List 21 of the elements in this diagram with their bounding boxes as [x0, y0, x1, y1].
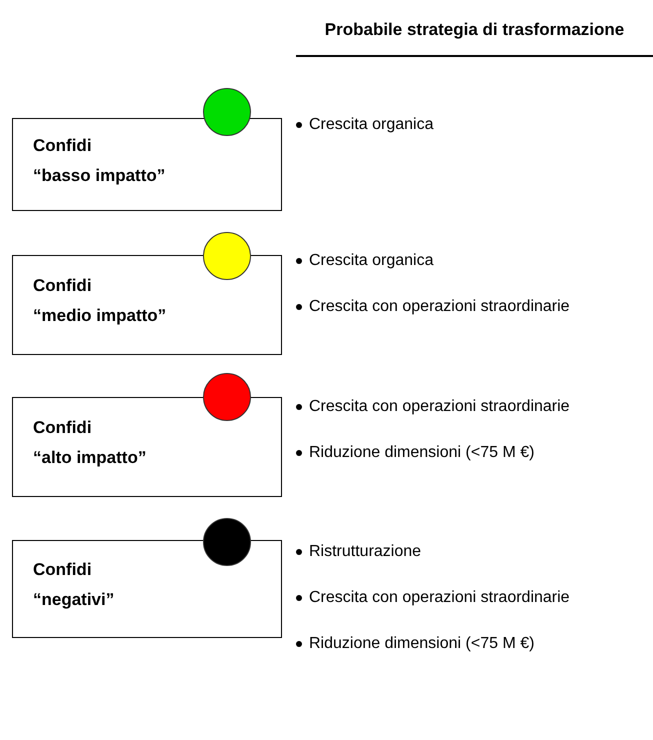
category-qualifier: “basso impatto” [33, 166, 166, 186]
strategy-item: Crescita organica [309, 116, 434, 134]
category-qualifier: “negativi” [33, 590, 114, 610]
strategy-item: Crescita organica [309, 252, 434, 270]
category-qualifier: “alto impatto” [33, 448, 146, 468]
category-name: Confidi [33, 418, 92, 438]
category-name: Confidi [33, 276, 92, 296]
category-box [12, 255, 282, 355]
category-name: Confidi [33, 560, 92, 580]
strategy-item: Riduzione dimensioni (<75 M €) [309, 444, 534, 462]
strategy-item: Crescita con operazioni straordinarie [309, 298, 570, 316]
column-heading: Probabile strategia di trasformazione [324, 20, 626, 40]
category-qualifier: “medio impatto” [33, 306, 166, 326]
strategy-item: Ristrutturazione [309, 543, 422, 561]
strategy-item: Riduzione dimensioni (<75 M €) [309, 635, 534, 653]
strategy-item: Crescita con operazioni straordinarie [309, 589, 570, 607]
category-name: Confidi [33, 136, 92, 156]
strategy-item: Crescita con operazioni straordinarie [309, 398, 570, 416]
category-box [12, 118, 282, 211]
category-box [12, 540, 282, 638]
category-box [12, 397, 282, 497]
